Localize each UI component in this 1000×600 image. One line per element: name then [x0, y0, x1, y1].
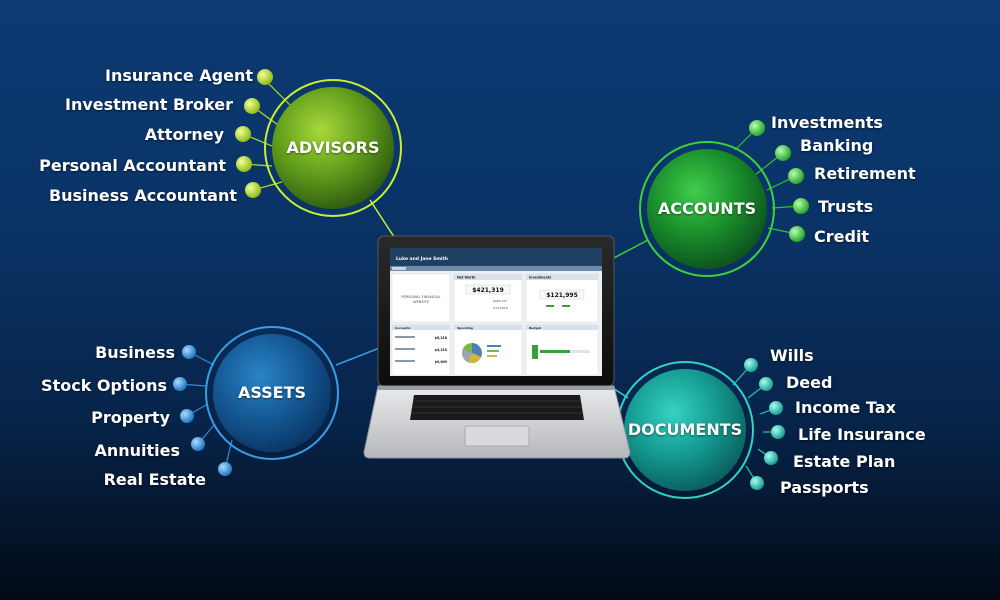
accounts-dot: [749, 120, 765, 136]
screen-row3-value: $9,009: [435, 360, 448, 364]
accounts-hub-label: ACCOUNTS: [657, 199, 757, 218]
asset-label: Business: [95, 343, 175, 362]
screen-spending-title: Spending: [457, 326, 473, 330]
document-label: Passports: [780, 478, 869, 497]
advisor-label: Business Accountant: [48, 186, 237, 205]
document-label: Life Insurance: [798, 425, 926, 444]
advisors-dot: [235, 126, 251, 142]
advisor-label: Insurance Agent: [105, 66, 253, 85]
advisor-label: Investment Broker: [65, 95, 233, 114]
documents-hub-label: DOCUMENTS: [627, 420, 743, 439]
documents-dot: [764, 451, 778, 465]
assets-dot: [191, 437, 205, 451]
laptop-trackpad: [464, 425, 530, 447]
accounts-dot: [793, 198, 809, 214]
accounts-dot: [775, 145, 791, 161]
accounts-dot: [788, 168, 804, 184]
accounts-hub: [639, 141, 775, 277]
assets-hub: [205, 326, 339, 460]
screen-net-worth-title: Net Worth: [457, 276, 476, 280]
advisors-dot: [245, 182, 261, 198]
assets-dots: [173, 345, 232, 476]
document-label: Income Tax: [795, 398, 896, 417]
screen-investments-title: Investments: [529, 276, 551, 280]
accounts-dot: [789, 226, 805, 242]
accounts-dots: [749, 120, 809, 242]
assets-dot: [218, 462, 232, 476]
laptop-keyboard: [410, 395, 584, 420]
asset-label: Annuities: [94, 441, 180, 460]
documents-dots: [744, 358, 785, 490]
screen-budget-title: Budget: [529, 326, 542, 330]
assets-hub-label: ASSETS: [237, 383, 307, 402]
screen-spending-pie: [462, 343, 482, 363]
screen-logo-line2: WEBSITE: [413, 300, 430, 304]
documents-dot: [744, 358, 758, 372]
documents-dot: [769, 401, 783, 415]
account-label: Credit: [814, 227, 870, 246]
advisors-hub: [264, 79, 402, 217]
documents-dot: [759, 377, 773, 391]
advisor-label: Personal Accountant: [39, 156, 226, 175]
laptop-screen: Luke and Jane Smith PERSONAL FINANCIAL W…: [390, 248, 602, 376]
screen-logo-line1: PERSONAL FINANCIAL: [401, 295, 440, 299]
screen-header-name: Luke and Jane Smith: [396, 256, 448, 262]
screen-net-worth-sub2: -$711,816: [492, 306, 507, 310]
screen-net-worth-value: $421,319: [472, 287, 504, 294]
assets-dot: [182, 345, 196, 359]
screen-row2-value: $4,210: [435, 348, 448, 352]
account-label: Trusts: [818, 197, 874, 216]
advisors-hub-label: ADVISORS: [286, 138, 380, 157]
advisors-dots: [235, 69, 273, 198]
laptop-hinge: [378, 386, 614, 390]
screen-investments-value: $121,995: [546, 292, 578, 299]
documents-dot: [771, 425, 785, 439]
asset-label: Property: [91, 408, 170, 427]
account-label: Banking: [800, 136, 874, 155]
screen-accounts-title: Accounts: [395, 326, 411, 330]
advisors-dot: [257, 69, 273, 85]
asset-label: Real Estate: [103, 470, 206, 489]
document-label: Estate Plan: [793, 452, 896, 471]
advisor-label: Attorney: [144, 125, 224, 144]
screen-net-worth-sub1: $923,157: [493, 299, 507, 303]
documents-dot: [750, 476, 764, 490]
assets-dot: [173, 377, 187, 391]
account-label: Retirement: [814, 164, 916, 183]
screen-row1-value: $5,218: [435, 336, 448, 340]
laptop: Luke and Jane Smith PERSONAL FINANCIAL W…: [363, 235, 631, 459]
assets-dot: [180, 409, 194, 423]
account-label: Investments: [771, 113, 883, 132]
asset-label: Stock Options: [41, 376, 167, 395]
document-label: Deed: [786, 373, 833, 392]
document-label: Wills: [770, 346, 814, 365]
advisors-dot: [236, 156, 252, 172]
advisors-dot: [244, 98, 260, 114]
